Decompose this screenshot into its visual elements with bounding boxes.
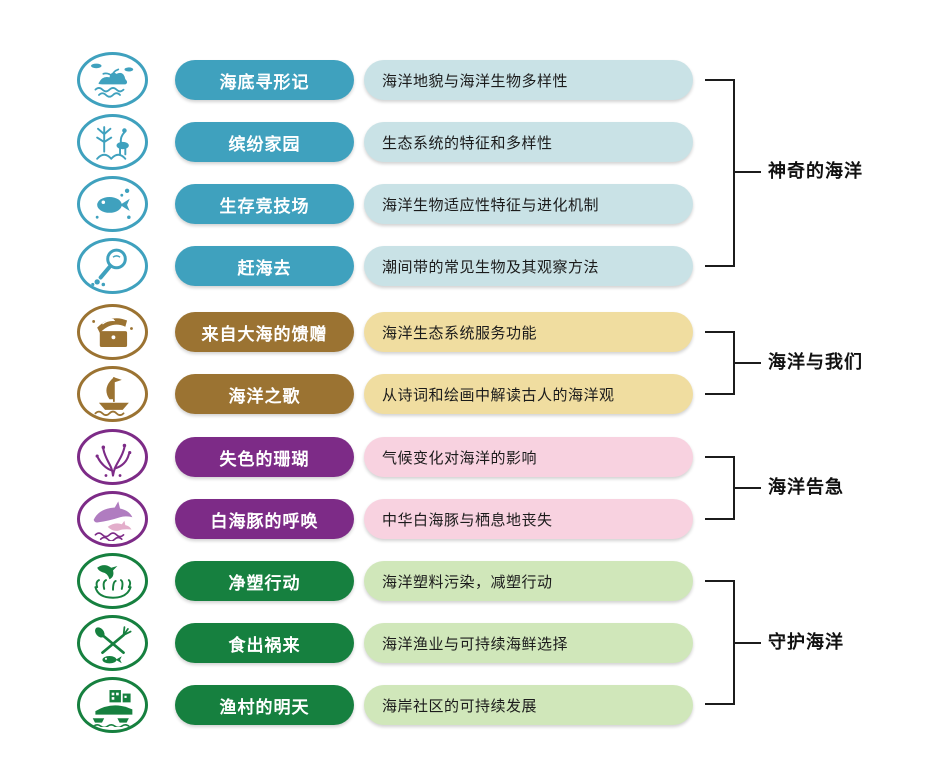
course-title-pill: 渔村的明天 (175, 685, 354, 725)
course-desc-pill: 潮间带的常见生物及其观察方法 (364, 246, 693, 286)
mangrove-bird-icon (77, 114, 148, 170)
course-title: 食出祸来 (228, 635, 301, 656)
course-title: 海底寻形记 (219, 72, 310, 93)
course-row: 生存竞技场 海洋生物适应性特征与进化机制 (0, 176, 946, 232)
course-description: 海洋渔业与可持续海鲜选择 (382, 634, 569, 653)
dolphin-icon (77, 491, 148, 547)
group-label: 海洋与我们 (768, 352, 863, 373)
course-title: 海洋之歌 (228, 386, 301, 407)
course-title: 渔村的明天 (219, 697, 310, 718)
island-icon (77, 52, 148, 108)
course-row: 海洋之歌 从诗词和绘画中解读古人的海洋观 (0, 366, 946, 422)
course-title-pill: 净塑行动 (175, 561, 354, 601)
group-label: 守护海洋 (768, 632, 844, 653)
course-row: 净塑行动 海洋塑料污染，减塑行动 (0, 553, 946, 609)
group-label: 神奇的海洋 (768, 161, 863, 182)
course-desc-pill: 中华白海豚与栖息地丧失 (364, 499, 693, 539)
course-title-pill: 失色的珊瑚 (175, 437, 354, 477)
course-description: 海洋地貌与海洋生物多样性 (382, 71, 569, 90)
course-desc-pill: 海洋塑料污染，减塑行动 (364, 561, 693, 601)
course-title-pill: 生存竞技场 (175, 184, 354, 224)
course-description: 海洋塑料污染，减塑行动 (382, 572, 553, 591)
sailboat-icon (77, 366, 148, 422)
course-title-pill: 食出祸来 (175, 623, 354, 663)
course-row: 海底寻形记 海洋地貌与海洋生物多样性 (0, 52, 946, 108)
course-desc-pill: 海洋渔业与可持续海鲜选择 (364, 623, 693, 663)
course-desc-pill: 生态系统的特征和多样性 (364, 122, 693, 162)
course-title-pill: 赶海去 (175, 246, 354, 286)
course-title: 来自大海的馈赠 (201, 324, 328, 345)
course-description: 中华白海豚与栖息地丧失 (382, 510, 553, 529)
course-title-pill: 来自大海的馈赠 (175, 312, 354, 352)
course-description: 从诗词和绘画中解读古人的海洋观 (382, 385, 615, 404)
course-desc-pill: 气候变化对海洋的影响 (364, 437, 693, 477)
course-description: 气候变化对海洋的影响 (382, 448, 538, 467)
course-description: 生态系统的特征和多样性 (382, 133, 553, 152)
course-row: 失色的珊瑚 气候变化对海洋的影响 (0, 429, 946, 485)
magnifier-crab-icon (77, 238, 148, 294)
course-title: 白海豚的呼唤 (210, 511, 319, 532)
course-desc-pill: 从诗词和绘画中解读古人的海洋观 (364, 374, 693, 414)
coral-icon (77, 429, 148, 485)
course-title: 缤纷家园 (228, 134, 301, 155)
course-desc-pill: 海洋生物适应性特征与进化机制 (364, 184, 693, 224)
group-label: 海洋告急 (768, 477, 844, 498)
course-description: 海岸社区的可持续发展 (382, 696, 538, 715)
utensils-fish-icon (77, 615, 148, 671)
course-title: 赶海去 (237, 258, 292, 279)
course-title-pill: 白海豚的呼唤 (175, 499, 354, 539)
course-desc-pill: 海洋地貌与海洋生物多样性 (364, 60, 693, 100)
course-description: 海洋生态系统服务功能 (382, 323, 538, 342)
course-row: 食出祸来 海洋渔业与可持续海鲜选择 (0, 615, 946, 671)
course-row: 渔村的明天 海岸社区的可持续发展 (0, 677, 946, 733)
course-row: 白海豚的呼唤 中华白海豚与栖息地丧失 (0, 491, 946, 547)
fish-icon (77, 176, 148, 232)
course-row: 缤纷家园 生态系统的特征和多样性 (0, 114, 946, 170)
course-description: 海洋生物适应性特征与进化机制 (382, 195, 600, 214)
course-title-pill: 海洋之歌 (175, 374, 354, 414)
course-row: 赶海去 潮间带的常见生物及其观察方法 (0, 238, 946, 294)
hand-plastic-icon (77, 553, 148, 609)
course-desc-pill: 海洋生态系统服务功能 (364, 312, 693, 352)
fishing-village-icon (77, 677, 148, 733)
course-desc-pill: 海岸社区的可持续发展 (364, 685, 693, 725)
course-title: 生存竞技场 (219, 196, 310, 217)
course-description: 潮间带的常见生物及其观察方法 (382, 257, 600, 276)
treasure-chest-icon (77, 304, 148, 360)
course-title: 净塑行动 (228, 573, 301, 594)
course-title-pill: 海底寻形记 (175, 60, 354, 100)
course-row: 来自大海的馈赠 海洋生态系统服务功能 (0, 304, 946, 360)
course-title: 失色的珊瑚 (219, 449, 310, 470)
course-title-pill: 缤纷家园 (175, 122, 354, 162)
